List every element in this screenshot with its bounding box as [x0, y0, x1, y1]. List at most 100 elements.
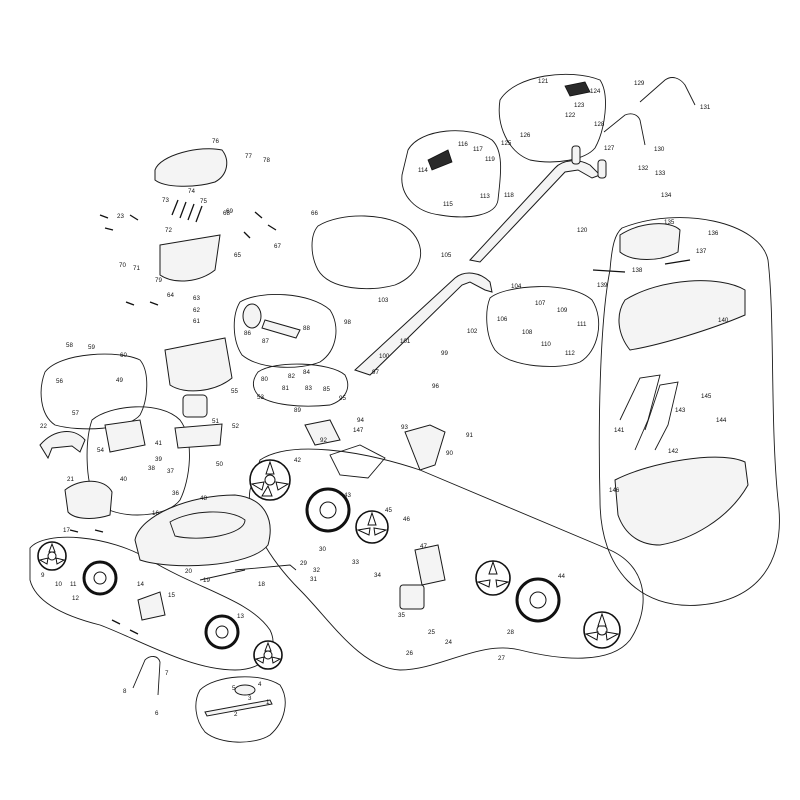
callout-62: 62: [193, 307, 200, 314]
callout-124: 124: [590, 88, 601, 95]
callout-66: 66: [311, 210, 318, 217]
outline-handle-clamp-group: [486, 286, 600, 367]
callout-10: 10: [55, 581, 62, 588]
callout-42: 42: [294, 457, 301, 464]
callout-12: 12: [72, 595, 79, 602]
parts-art: [39, 77, 749, 717]
callout-78: 78: [263, 157, 270, 164]
callout-112: 112: [565, 350, 575, 357]
callout-45: 45: [385, 507, 392, 514]
callout-40: 40: [120, 476, 127, 483]
catcher-frame: [618, 280, 746, 351]
knob: [242, 303, 262, 329]
callout-99: 99: [441, 350, 448, 357]
callout-47: 47: [420, 543, 427, 550]
callout-38: 38: [148, 465, 155, 472]
axle-plate: [414, 544, 446, 586]
callout-50: 50: [216, 461, 223, 468]
engine-cover: [159, 234, 221, 282]
callout-143: 143: [675, 407, 686, 414]
callout-54: 54: [97, 447, 104, 454]
switch-body: [564, 81, 591, 97]
callout-76: 76: [212, 138, 219, 145]
wheel-rear-right-tyre: [204, 614, 240, 650]
callout-86: 86: [244, 330, 251, 337]
callout-53: 53: [257, 394, 264, 401]
callout-43: 43: [344, 492, 351, 499]
motor: [182, 394, 208, 418]
outline-wire-group: [253, 363, 349, 407]
callout-74: 74: [188, 188, 195, 195]
callout-59: 59: [88, 344, 95, 351]
callout-73: 73: [162, 197, 169, 204]
upper-handle: [469, 160, 601, 263]
fan-housing: [174, 423, 223, 449]
switch-body: [427, 149, 453, 171]
callout-8: 8: [123, 688, 127, 695]
callout-16: 16: [152, 510, 159, 517]
callout-4: 4: [258, 681, 262, 688]
blade: [204, 699, 273, 717]
callout-23: 23: [117, 213, 124, 220]
callout-26: 26: [406, 650, 413, 657]
tyre-front: [305, 487, 351, 533]
rear-rod: [234, 564, 297, 571]
callout-11: 11: [70, 581, 77, 588]
callout-17: 17: [63, 527, 70, 534]
callout-28: 28: [507, 629, 514, 636]
callout-135: 135: [664, 219, 675, 226]
callout-52: 52: [232, 423, 239, 430]
callout-98: 98: [344, 319, 351, 326]
callout-109: 109: [557, 307, 568, 314]
callout-72: 72: [165, 227, 172, 234]
callout-67: 67: [274, 243, 281, 250]
hubcap-front: [355, 510, 389, 544]
rods: [171, 199, 203, 223]
callout-141: 141: [614, 427, 625, 434]
bail-bar: [639, 77, 696, 106]
callout-84: 84: [303, 369, 310, 376]
callout-104: 104: [511, 283, 522, 290]
wheel-rear-left: [37, 541, 67, 571]
callout-55: 55: [231, 388, 238, 395]
outline-cable-group: [233, 294, 337, 368]
axle-bracket: [39, 431, 86, 460]
callout-31: 31: [310, 576, 317, 583]
callout-94: 94: [357, 417, 364, 424]
callout-34: 34: [374, 572, 381, 579]
callout-51: 51: [212, 418, 219, 425]
callout-75: 75: [200, 198, 207, 205]
callout-46: 46: [403, 516, 410, 523]
callout-142: 142: [668, 448, 679, 455]
callout-107: 107: [535, 300, 546, 307]
callout-3: 3: [248, 695, 252, 702]
hubcap-right: [475, 560, 511, 596]
callout-101: 101: [400, 338, 411, 345]
callout-122: 122: [565, 112, 576, 119]
callout-144: 144: [716, 417, 727, 424]
handle-bracket: [132, 656, 161, 696]
callout-labels: 1 2 3 4 5 6 7 8 9 10 11 12 13 14 15 16 1…: [40, 78, 729, 718]
callout-93: 93: [401, 424, 408, 431]
mount-bracket: [404, 424, 446, 471]
callout-77: 77: [245, 153, 252, 160]
wheel-rear-right: [253, 640, 283, 670]
motor-housing: [164, 337, 233, 392]
outline-lever-group: [311, 215, 422, 290]
callout-97: 97: [372, 369, 379, 376]
callout-2: 2: [234, 711, 238, 718]
callout-129: 129: [634, 80, 645, 87]
callout-120: 120: [577, 227, 588, 234]
gearbox: [399, 584, 425, 610]
callout-128: 128: [594, 121, 605, 128]
wheel-rear-tyre: [82, 560, 118, 596]
deck-inner: [169, 511, 246, 539]
callout-133: 133: [655, 170, 666, 177]
callout-63: 63: [193, 295, 200, 302]
callout-15: 15: [168, 592, 175, 599]
callout-57: 57: [72, 410, 79, 417]
callout-126: 126: [520, 132, 531, 139]
callout-106: 106: [497, 316, 508, 323]
callout-7: 7: [165, 670, 169, 677]
